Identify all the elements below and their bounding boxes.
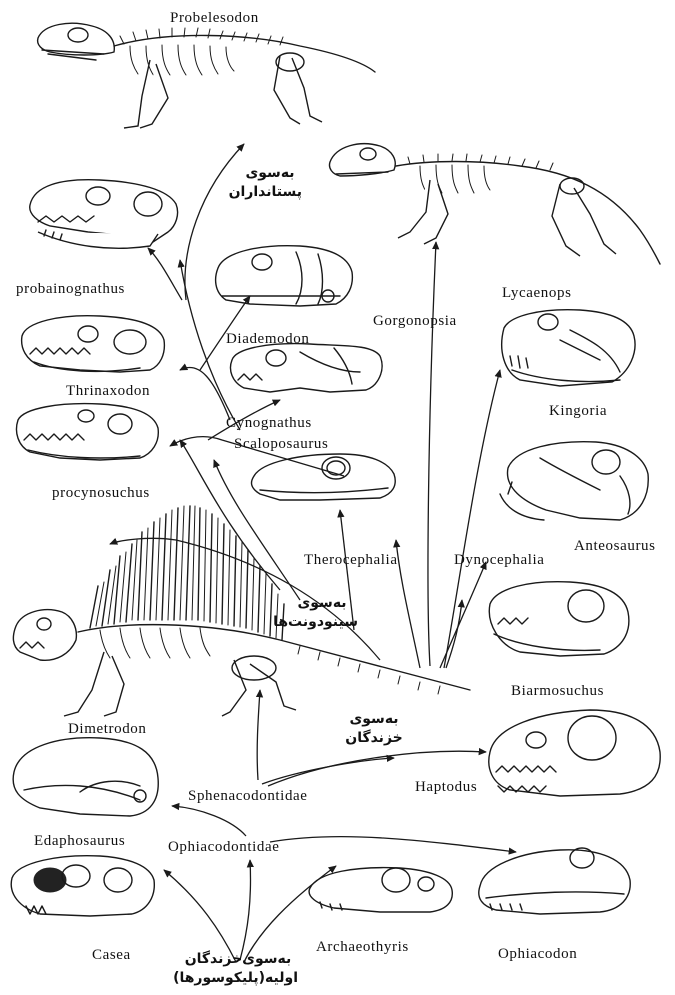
- arrow-label-to-reptiles-line1: بەسوی: [344, 710, 404, 729]
- anteosaurus-skull: [489, 582, 629, 656]
- arrow-label-to-mammals-line2: پستانداران: [238, 183, 302, 202]
- probainognathus-skull: [30, 180, 178, 249]
- probelesodon-skeleton: [38, 23, 375, 128]
- label-sphenacodontidae: Sphenacodontidae: [188, 789, 308, 804]
- lycaenops-skull: [502, 310, 635, 386]
- arrow-label-to-early-reptiles-line1: بەسوی‌خزندگان: [178, 950, 298, 969]
- gorgonopsia-skeleton: [329, 144, 660, 264]
- arrow-label-to-mammals: بەسوی پستانداران: [238, 164, 302, 202]
- label-lycaenops: Lycaenops: [502, 286, 572, 301]
- diademodon-skull-upper: [216, 246, 353, 306]
- label-probelesodon: Probelesodon: [170, 11, 259, 26]
- kingoria-skull: [500, 442, 648, 520]
- cynognathus-skull: [231, 344, 383, 392]
- ophiacodon-skull: [479, 848, 630, 914]
- label-dynocephalia: Dynocephalia: [454, 553, 545, 568]
- archaeothyris-skull: [309, 868, 452, 912]
- dimetrodon-skeleton: [13, 506, 470, 716]
- label-archaeothyris: Archaeothyris: [316, 940, 409, 955]
- label-anteosaurus: Anteosaurus: [574, 539, 656, 554]
- arrow-label-to-reptiles: بەسوی خزندگان: [344, 710, 404, 748]
- haptodus-skull: [489, 710, 660, 796]
- arrow-label-to-cynodonts-line2: سینودونت‌ها: [286, 613, 358, 632]
- label-diademodon: Diademodon: [226, 332, 309, 347]
- label-scaloposaurus: Scaloposaurus: [234, 437, 328, 452]
- label-edaphosaurus: Edaphosaurus: [34, 834, 125, 849]
- label-ophiacodontidae: Ophiacodontidae: [168, 840, 279, 855]
- label-procynosuchus: procynosuchus: [52, 486, 150, 501]
- arrow-label-to-reptiles-line2: خزندگان: [344, 729, 404, 748]
- label-kingoria: Kingoria: [549, 404, 607, 419]
- procynosuchus-skull: [17, 404, 159, 460]
- label-probainognathus: probainognathus: [16, 282, 125, 297]
- arrow-label-to-early-reptiles-line2: اولیه(پلیکوسورها): [178, 969, 298, 988]
- edaphosaurus-skull: [13, 738, 158, 816]
- label-dimetrodon: Dimetrodon: [68, 722, 147, 737]
- scaloposaurus-skull: [252, 454, 396, 500]
- thrinaxodon-skull: [22, 316, 165, 372]
- arrow-label-to-early-reptiles: بەسوی‌خزندگان اولیه(پلیکوسورها): [178, 950, 298, 988]
- label-thrinaxodon: Thrinaxodon: [66, 384, 150, 399]
- arrow-label-to-cynodonts: بەسوی سینودونت‌ها: [286, 594, 358, 632]
- label-biarmosuchus: Biarmosuchus: [511, 684, 604, 699]
- label-cynognathus: Cynognathus: [226, 416, 312, 431]
- label-therocephalia: Therocephalia: [304, 553, 398, 568]
- arrow-label-to-mammals-line1: بەسوی: [238, 164, 302, 183]
- label-haptodus: Haptodus: [415, 780, 477, 795]
- label-ophiacodon: Ophiacodon: [498, 947, 577, 962]
- casea-skull: [11, 856, 154, 916]
- label-casea: Casea: [92, 948, 131, 963]
- arrow-label-to-cynodonts-line1: بەسوی: [286, 594, 358, 613]
- label-gorgonopsia: Gorgonopsia: [373, 314, 457, 329]
